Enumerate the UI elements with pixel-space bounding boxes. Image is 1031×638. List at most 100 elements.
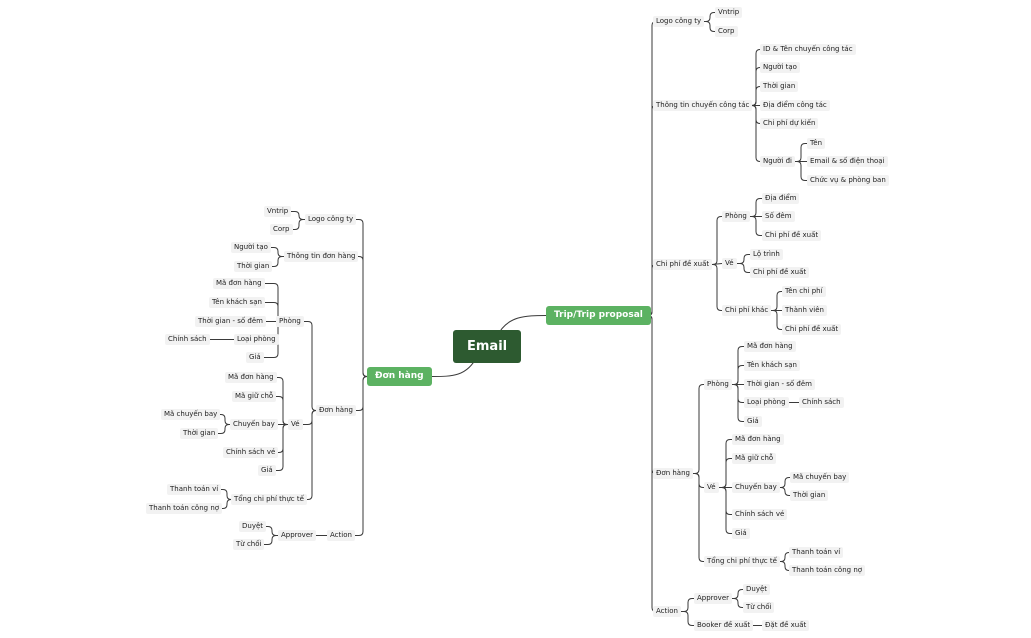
link-R4-0 — [681, 598, 694, 612]
link-R4a-1 — [732, 598, 743, 608]
r-approver[interactable]: Approver — [694, 593, 733, 604]
r-action[interactable]: Action — [653, 606, 681, 617]
link-R4a-0 — [732, 589, 743, 599]
r-nguoi-di[interactable]: Người đi — [760, 156, 795, 167]
l-gia-ve[interactable]: Giá — [258, 465, 276, 476]
r-dia-diem[interactable]: Địa điểm — [762, 193, 800, 204]
l-chinh-sach-ve[interactable]: Chính sách vé — [223, 447, 279, 458]
l-tong-chi-phi[interactable]: Tổng chi phí thực tế — [231, 494, 307, 505]
link-L3a-0 — [266, 526, 278, 536]
r-gia-ve[interactable]: Giá — [732, 528, 750, 539]
link-L2v-1 — [276, 396, 288, 425]
r-chi-phi-de-xuat[interactable]: Chi phí đề xuất — [653, 259, 713, 270]
r-chi-phi-khac[interactable]: Chi phí khác — [722, 305, 772, 316]
r-ma-giu-cho[interactable]: Mã giữ chỗ — [732, 453, 777, 464]
link-R2p-2 — [750, 216, 762, 236]
r-cp-phong-de-xuat[interactable]: Chi phí đề xuất — [762, 230, 822, 241]
link-R2p-0 — [750, 198, 762, 217]
l-vntrip[interactable]: Vntrip — [264, 206, 292, 217]
link-L1-1 — [272, 256, 284, 267]
l-duyet[interactable]: Duyệt — [239, 521, 267, 532]
l-thoi-gian[interactable]: Thời gian — [234, 261, 273, 272]
link-R1-2 — [751, 86, 761, 106]
r-thanh-toan-vi[interactable]: Thanh toán ví — [789, 547, 844, 558]
branch-don-hang[interactable]: Đơn hàng — [367, 367, 432, 386]
r-tu-choi[interactable]: Từ chối — [743, 602, 775, 613]
link-L-0 — [356, 219, 368, 377]
r-chinh-sach[interactable]: Chính sách — [799, 397, 844, 408]
link-R3p-1 — [732, 365, 744, 385]
l-ten-khach-san[interactable]: Tên khách sạn — [209, 297, 265, 308]
l-cb-thoi-gian[interactable]: Thời gian — [180, 428, 219, 439]
r-dat-de-xuat[interactable]: Đặt đề xuất — [762, 620, 810, 631]
r-ve[interactable]: Vé — [704, 482, 719, 493]
r-thanh-toan-cong-no[interactable]: Thanh toán công nợ — [789, 565, 866, 576]
r-thong-tin-chuyen-cong-tac[interactable]: Thông tin chuyến công tác — [653, 100, 753, 111]
r-id-ten-chuyen[interactable]: ID & Tên chuyến công tác — [760, 44, 856, 55]
r-tong-chi-phi[interactable]: Tổng chi phí thực tế — [704, 556, 780, 567]
r-booker-de-xuat[interactable]: Booker đề xuất — [694, 620, 754, 631]
r-ve-ma-don-hang[interactable]: Mã đơn hàng — [732, 434, 784, 445]
l-loai-phong[interactable]: Loại phòng — [234, 334, 279, 345]
r-ten-khach-san[interactable]: Tên khách sạn — [744, 360, 800, 371]
l-nguoi-tao[interactable]: Người tạo — [231, 242, 271, 253]
l-gia-phong[interactable]: Giá — [246, 352, 264, 363]
r-ten-chi-phi[interactable]: Tên chi phí — [782, 286, 826, 297]
r-corp[interactable]: Corp — [715, 26, 738, 37]
l-ma-don-hang[interactable]: Mã đơn hàng — [213, 278, 265, 289]
r-gia-phong[interactable]: Giá — [744, 416, 762, 427]
r-dh-phong[interactable]: Phòng — [704, 379, 732, 390]
r-cp-ve-de-xuat[interactable]: Chi phí đề xuất — [750, 267, 810, 278]
r-chi-phi-du-kien[interactable]: Chi phí dự kiến — [760, 118, 819, 129]
link-L2-1 — [303, 410, 317, 425]
l-ma-giu-cho[interactable]: Mã giữ chỗ — [232, 391, 277, 402]
r-cp-khac-de-xuat[interactable]: Chi phí đề xuất — [782, 324, 842, 335]
l-tu-choi[interactable]: Từ chối — [233, 539, 265, 550]
link-L2t-0 — [221, 489, 232, 500]
link-R3-0 — [693, 384, 704, 474]
r-ma-don-hang[interactable]: Mã đơn hàng — [744, 341, 796, 352]
l-chinh-sach[interactable]: Chính sách — [165, 334, 210, 345]
link-R2-0 — [712, 216, 722, 265]
link-R0-1 — [704, 21, 715, 32]
l-phong[interactable]: Phòng — [276, 316, 304, 327]
l-corp[interactable]: Corp — [270, 224, 293, 235]
r-ma-chuyen-bay[interactable]: Mã chuyến bay — [790, 472, 850, 483]
r-loai-phong[interactable]: Loại phòng — [744, 397, 789, 408]
r-thoi-gian[interactable]: Thời gian — [760, 81, 799, 92]
branch-trip-proposal[interactable]: Trip/Trip proposal — [546, 306, 651, 325]
r-ten[interactable]: Tên — [807, 138, 826, 149]
l-logo-cong-ty[interactable]: Logo công ty — [305, 214, 357, 225]
l-ma-chuyen-bay[interactable]: Mã chuyến bay — [161, 409, 221, 420]
r-cp-ve[interactable]: Vé — [722, 258, 737, 269]
r-chuyen-bay[interactable]: Chuyến bay — [732, 482, 780, 493]
r-thoi-gian-so-dem[interactable]: Thời gian - số đêm — [744, 379, 815, 390]
r-cp-phong[interactable]: Phòng — [722, 211, 750, 222]
link-R3-2 — [693, 473, 704, 562]
l-thoi-gian-so-dem[interactable]: Thời gian - số đêm — [195, 316, 266, 327]
l-ve[interactable]: Vé — [288, 419, 303, 430]
l-chuyen-bay[interactable]: Chuyến bay — [230, 419, 278, 430]
r-email-sdt[interactable]: Email & số điện thoại — [807, 156, 888, 167]
r-don-hang[interactable]: Đơn hàng — [653, 468, 693, 479]
r-duyet[interactable]: Duyệt — [743, 584, 771, 595]
l-thanh-toan-cong-no[interactable]: Thanh toán công nợ — [146, 503, 223, 514]
r-cb-thoi-gian[interactable]: Thời gian — [790, 490, 829, 501]
r-chuc-vu[interactable]: Chức vụ & phòng ban — [807, 175, 889, 186]
l-ve-ma-don-hang[interactable]: Mã đơn hàng — [225, 372, 277, 383]
r-lo-trinh[interactable]: Lộ trình — [750, 249, 783, 260]
r-nguoi-tao[interactable]: Người tạo — [760, 62, 800, 73]
r-thanh-vien[interactable]: Thành viên — [782, 305, 827, 316]
r-logo-cong-ty[interactable]: Logo công ty — [653, 16, 705, 27]
l-action[interactable]: Action — [327, 530, 355, 541]
r-so-dem[interactable]: Số đêm — [762, 211, 795, 222]
r-vntrip[interactable]: Vntrip — [715, 7, 743, 18]
l-approver[interactable]: Approver — [278, 530, 317, 541]
l-don-hang[interactable]: Đơn hàng — [316, 405, 356, 416]
l-thanh-toan-vi[interactable]: Thanh toán ví — [167, 484, 222, 495]
r-dia-diem-cong-tac[interactable]: Địa điểm công tác — [760, 100, 830, 111]
link-L2v2-1 — [218, 424, 230, 434]
r-chinh-sach-ve[interactable]: Chính sách vé — [732, 509, 788, 520]
l-thong-tin-don-hang[interactable]: Thông tin đơn hàng — [284, 251, 359, 262]
root-node[interactable]: Email — [453, 330, 522, 363]
